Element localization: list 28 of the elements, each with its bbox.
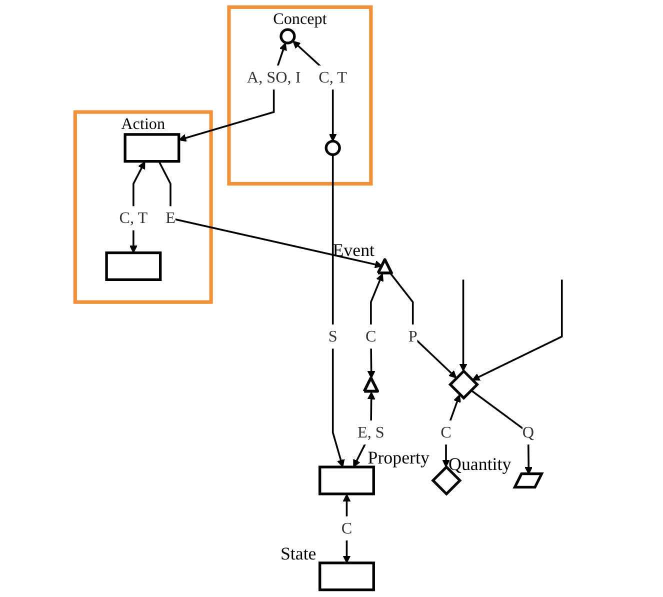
edge-label: C (365, 327, 376, 346)
edge-label: E (165, 208, 175, 227)
edge-label: E, S (357, 423, 384, 442)
node-circle (279, 28, 296, 44)
arrow (158, 160, 382, 268)
node-caption: Property (367, 447, 429, 468)
node-diamond (448, 369, 479, 400)
node-box (104, 251, 162, 282)
edge-label: P (408, 327, 417, 346)
arrow (331, 154, 344, 468)
node-box (318, 562, 375, 592)
arrow (472, 280, 562, 381)
edge-label: Q (522, 423, 534, 442)
arrow (389, 272, 456, 378)
node-caption: Event (332, 240, 374, 260)
edge-label: A, SO, I (246, 68, 300, 86)
edge-label: C, T (118, 208, 148, 227)
edge-label: C (440, 423, 451, 442)
node-box (318, 466, 375, 496)
arrow (458, 280, 467, 372)
node-box (123, 133, 180, 163)
edge-label: S (328, 327, 337, 346)
node-circle (324, 140, 340, 156)
edge-label: C (340, 519, 352, 537)
node-parallelogram (512, 472, 544, 489)
node-caption: Quantity (448, 454, 511, 474)
node-caption: State (280, 543, 316, 564)
edge-label: C, T (318, 68, 347, 86)
